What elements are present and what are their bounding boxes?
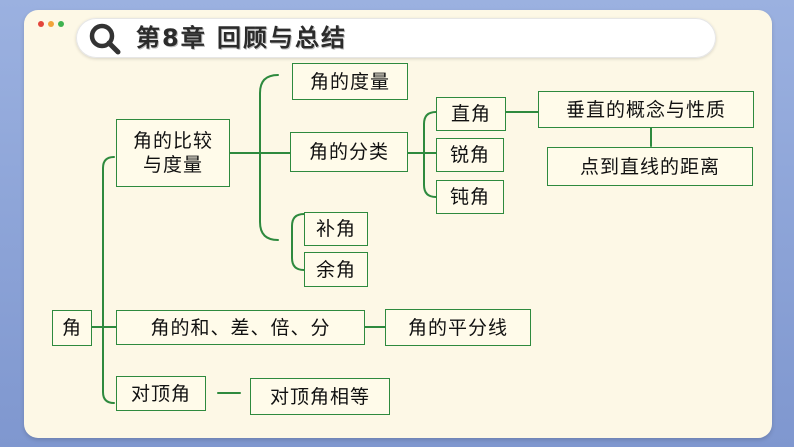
root-brace (102, 156, 115, 404)
window-dots (38, 21, 64, 27)
red-dot (38, 21, 44, 27)
page-title: 第8章 回顾与总结 (136, 24, 348, 52)
compare-branch (259, 74, 279, 241)
classify-brace (423, 111, 437, 198)
node-complementary: 余角 (304, 252, 368, 287)
node-right-angle: 直角 (436, 97, 506, 131)
node-classify: 角的分类 (290, 132, 408, 172)
node-measure: 角的度量 (292, 63, 408, 100)
supp-brace (291, 213, 305, 271)
title-bar (76, 18, 716, 58)
node-distance: 点到直线的距离 (547, 147, 753, 186)
node-bisector: 角的平分线 (385, 309, 531, 346)
node-perpendicular: 垂直的概念与性质 (538, 91, 754, 128)
orange-dot (48, 21, 54, 27)
node-obtuse: 钝角 (436, 180, 504, 214)
node-acute: 锐角 (436, 138, 504, 172)
node-root: 角 (52, 310, 92, 346)
green-dot (58, 21, 64, 27)
node-sum-diff: 角的和、差、倍、分 (116, 310, 365, 345)
search-icon (89, 23, 121, 55)
node-supplementary: 补角 (304, 212, 368, 246)
node-vertical: 对顶角 (116, 376, 206, 411)
node-compare: 角的比较 与度量 (116, 119, 230, 187)
node-vertical-equal: 对顶角相等 (250, 378, 390, 415)
